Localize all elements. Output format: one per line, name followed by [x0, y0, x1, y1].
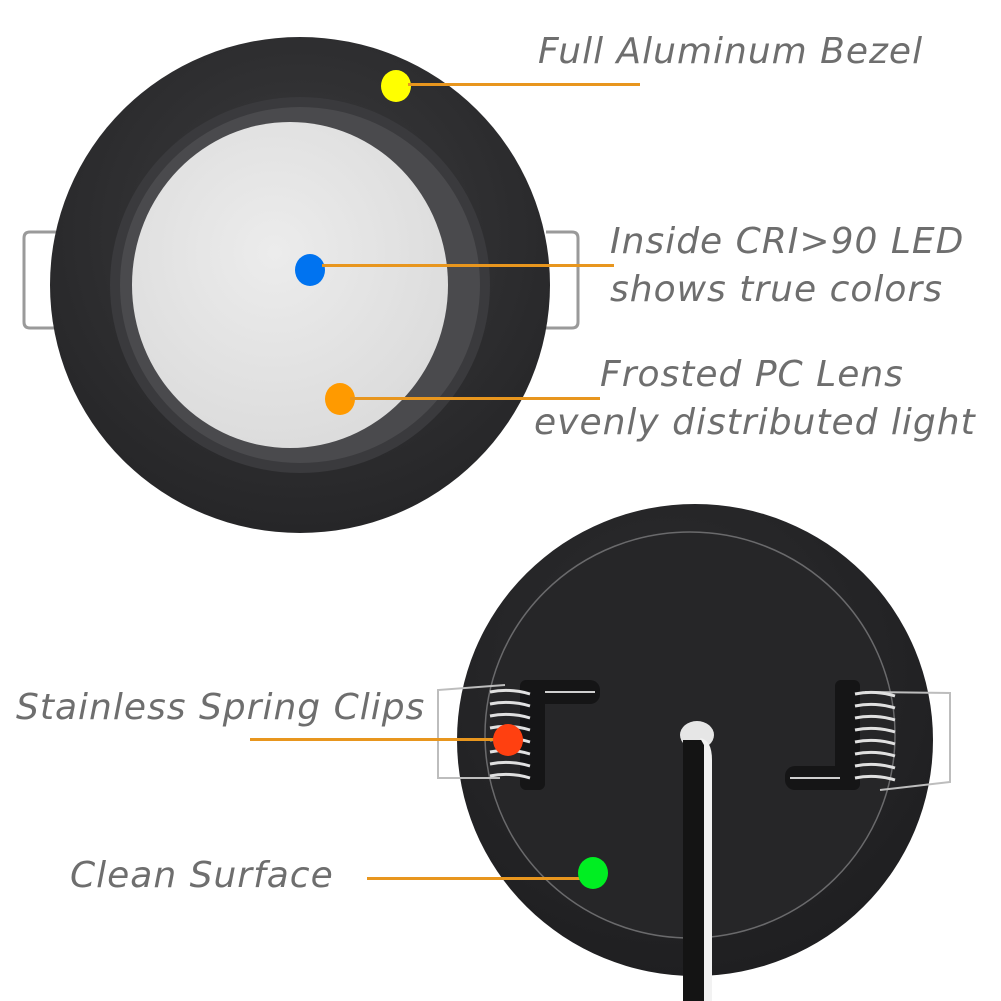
clips-marker-dot — [493, 724, 523, 756]
front-light — [22, 37, 580, 533]
surface-label: Clean Surface — [70, 852, 334, 900]
lens-label-line2: evenly distributed light — [534, 402, 976, 443]
surface-marker-dot — [578, 857, 608, 889]
clips-leader-line — [250, 738, 498, 741]
lens-leader-line — [350, 397, 600, 400]
led-marker-dot — [295, 254, 325, 286]
power-cable — [680, 721, 714, 1001]
lens-label-line1: Frosted PC Lens — [600, 354, 904, 395]
clips-label-text: Stainless Spring Clips — [16, 687, 426, 728]
bezel-label: Full Aluminum Bezel — [538, 28, 923, 76]
led-label-line2: shows true colors — [610, 269, 943, 310]
lens-label: Frosted PC Lens evenly distributed light — [534, 351, 976, 447]
back-light — [437, 504, 951, 1001]
led-leader-line — [322, 264, 614, 267]
led-label: Inside CRI>90 LED shows true colors — [610, 218, 964, 314]
bezel-leader-line — [408, 83, 640, 86]
surface-leader-line — [367, 877, 581, 880]
bezel-label-text: Full Aluminum Bezel — [538, 31, 924, 72]
clips-label: Stainless Spring Clips — [16, 684, 425, 732]
led-label-line1: Inside CRI>90 LED — [610, 221, 965, 262]
bezel-marker-dot — [381, 70, 411, 102]
surface-label-text: Clean Surface — [70, 855, 334, 896]
